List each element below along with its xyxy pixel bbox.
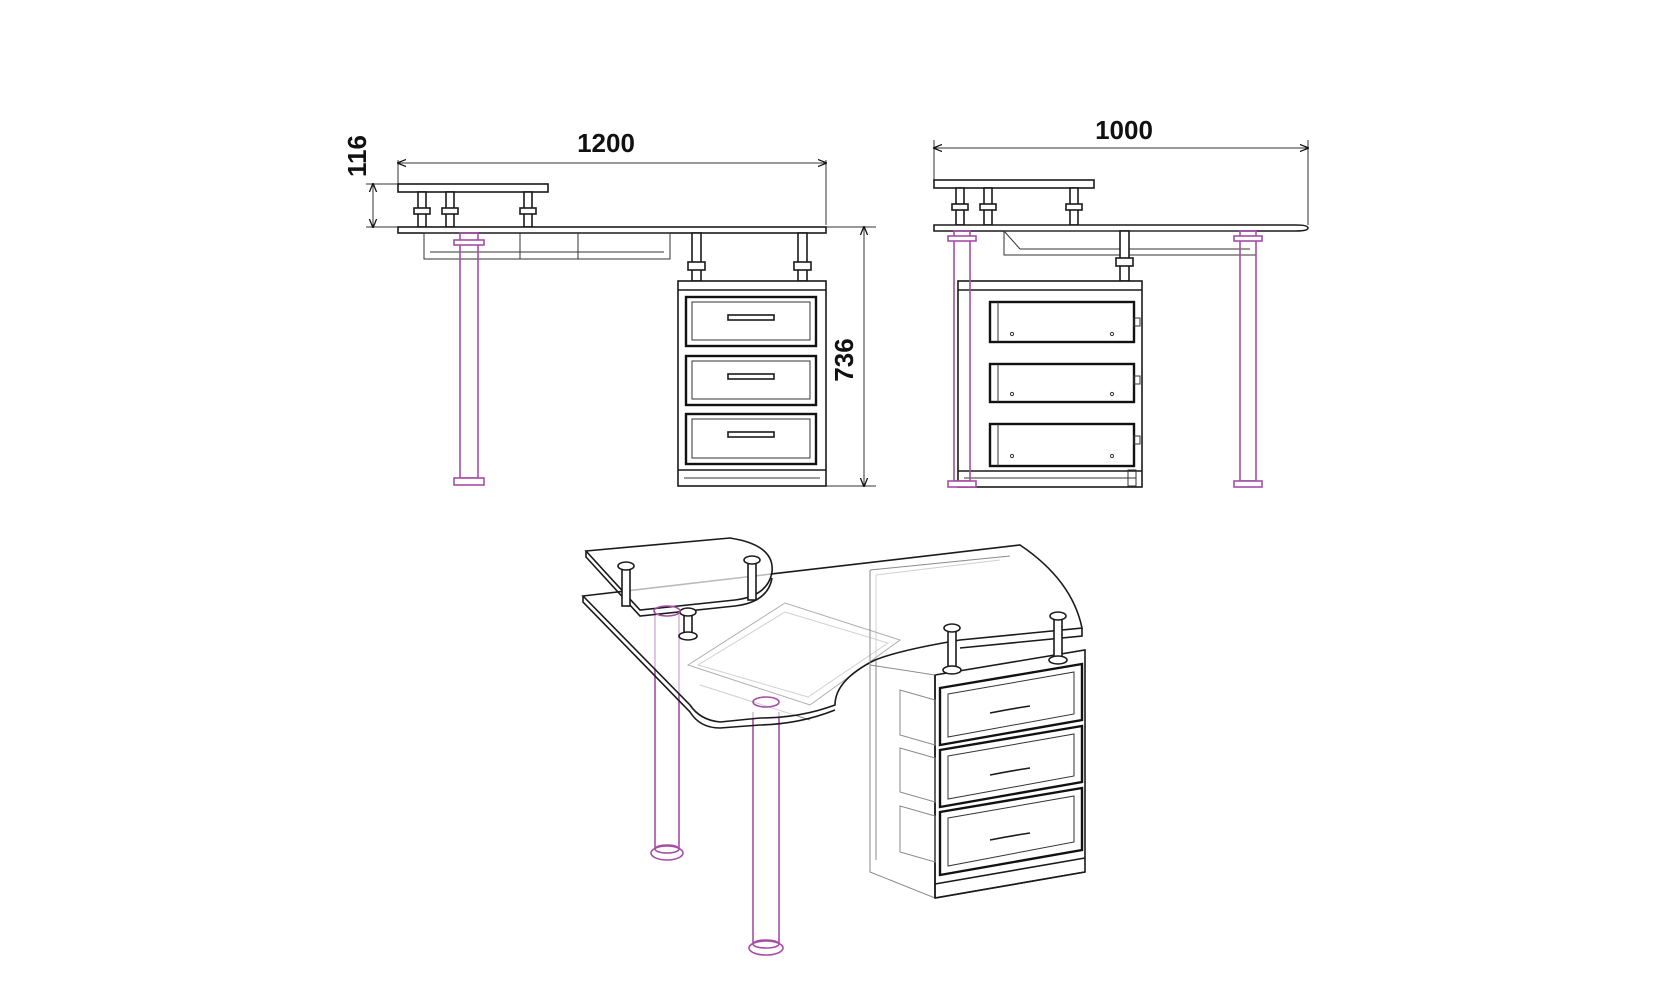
front-drawer-2: [684, 354, 818, 407]
iso-leg-front: [748, 712, 784, 956]
front-drawer-1: [684, 295, 818, 348]
side-leg-back: [1233, 230, 1263, 488]
iso-shelf-posts: [617, 555, 761, 641]
side-pedestal: [957, 280, 1143, 488]
shelf-height-dimension: 116: [342, 135, 398, 227]
iso-leg-front-top: [752, 696, 780, 708]
iso-drawer-2: [938, 724, 1084, 809]
side-pedestal-post: [1115, 230, 1134, 282]
total-height-dimension: 736: [826, 227, 876, 486]
front-desktop: [397, 226, 827, 234]
side-keyboard-tray: [1003, 230, 1257, 256]
front-view: 1200 116 736: [342, 128, 876, 486]
front-drawer-3: [684, 412, 818, 466]
iso-drawer-slides: [899, 689, 936, 863]
width-dimension-label: 1200: [577, 128, 635, 158]
side-desktop: [933, 224, 1309, 232]
iso-drawer-3: [938, 786, 1084, 877]
side-drawer-3: [988, 422, 1141, 468]
width-dimension: 1200: [398, 128, 826, 225]
front-leg: [453, 232, 485, 486]
iso-pedestal-posts: [942, 611, 1068, 675]
front-top-shelf: [397, 183, 549, 193]
iso-drawer-1: [938, 662, 1084, 747]
front-pedestal: [677, 280, 827, 487]
side-drawer-1: [988, 300, 1141, 344]
front-shelf-posts: [413, 191, 537, 228]
total-height-label: 736: [829, 338, 859, 381]
isometric-view: [581, 537, 1086, 956]
front-pedestal-posts: [687, 232, 812, 282]
side-shelf-posts: [951, 187, 1083, 226]
depth-dimension-label: 1000: [1095, 115, 1153, 145]
front-keyboard-tray: [423, 232, 671, 260]
shelf-height-label: 116: [342, 135, 372, 177]
side-top-shelf: [933, 179, 1095, 189]
side-leg-front: [947, 230, 977, 488]
side-view: 1000: [933, 115, 1309, 488]
depth-dimension: 1000: [934, 115, 1308, 225]
iso-leg-left-top: [653, 605, 681, 617]
iso-upper-shelf: [584, 537, 773, 641]
side-drawer-2: [988, 362, 1141, 404]
